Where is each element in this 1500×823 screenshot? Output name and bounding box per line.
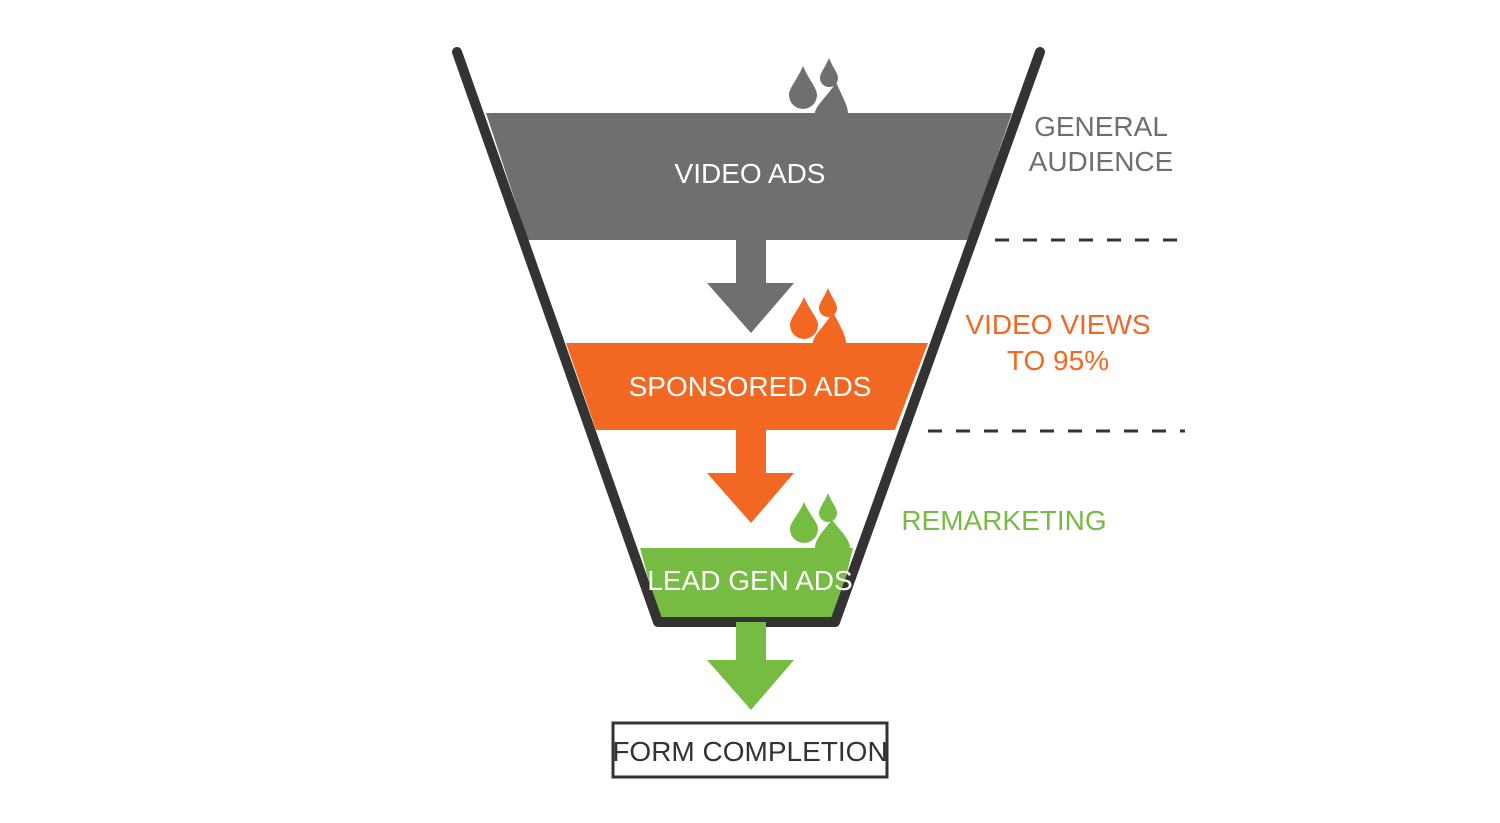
side-label-video-views-line2: TO 95% [1007, 345, 1109, 376]
droplets-icon-orange [790, 288, 846, 343]
arrow-down-icon-orange [707, 430, 794, 523]
form-completion-box [611, 721, 889, 779]
side-label-general-line2: AUDIENCE [1029, 146, 1174, 177]
side-label-video-views-line1: VIDEO VIEWS [965, 309, 1150, 340]
form-completion-label: FORM COMPLETION [612, 736, 887, 767]
stage-label-sponsored-ads: SPONSORED ADS [629, 371, 872, 402]
side-label-remarketing: REMARKETING [901, 505, 1106, 536]
arrow-down-icon-gray [707, 240, 794, 333]
side-label-general-line1: GENERAL [1034, 111, 1168, 142]
droplets-icon-green [790, 493, 850, 548]
stage-band-lead-gen-ads [640, 548, 853, 622]
stage-band-sponsored-ads [566, 343, 928, 430]
droplets-icon-gray [789, 58, 848, 113]
stage-band-video-ads [486, 113, 1012, 240]
arrow-down-icon-green [707, 622, 794, 710]
stage-label-lead-gen-ads: LEAD GEN ADS [647, 565, 852, 596]
stage-label-video-ads: VIDEO ADS [675, 158, 826, 189]
